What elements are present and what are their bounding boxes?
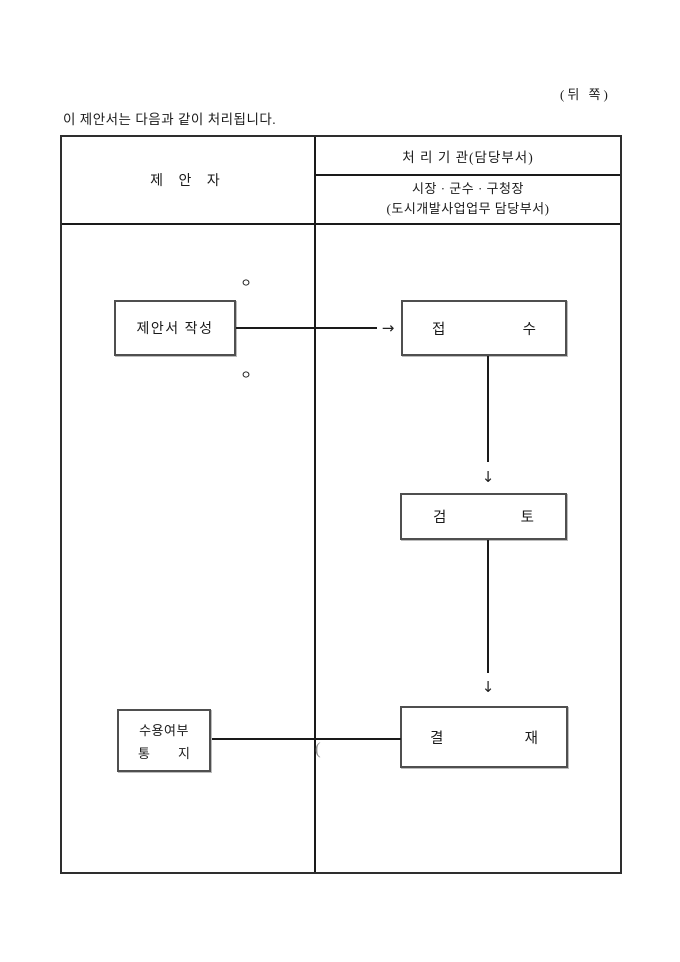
- column-divider-line: [314, 137, 316, 872]
- agency-column-header: 처 리 기 관(담당부서): [402, 149, 534, 165]
- connector-review-to-approval: [487, 540, 489, 673]
- review-box: 검 토: [400, 493, 567, 540]
- back-side-note: (뒤 쪽): [560, 87, 611, 102]
- arrow-down-icon-1: ↓: [481, 468, 495, 486]
- paren-mark: (: [315, 739, 321, 758]
- agency-subheader-line2: (도시개발사업업무 담당부서): [386, 201, 550, 216]
- notice-label-right: 지: [178, 745, 190, 761]
- review-label-left: 검: [433, 510, 447, 526]
- acceptance-notice-box: 수용여부 통 지: [117, 709, 211, 772]
- proposal-writing-label: 제안서 작성: [136, 322, 214, 337]
- receipt-label-left: 접: [432, 321, 446, 338]
- bullet-circle-top: ㅇ: [240, 276, 252, 290]
- agency-subheader-line1: 시장 · 군수 · 구청장: [412, 181, 524, 196]
- intro-text: 이 제안서는 다음과 같이 처리됩니다.: [63, 112, 277, 127]
- approval-label-right: 재: [524, 730, 538, 747]
- agency-subheader-line: [316, 174, 620, 176]
- acceptance-notice-line2: 통 지: [138, 743, 190, 762]
- connector-receipt-to-review: [487, 356, 489, 462]
- connector-proposer-to-receipt: [236, 327, 377, 329]
- arrow-right-icon: →: [381, 319, 395, 337]
- arrow-down-icon-2: ↓: [481, 678, 495, 696]
- agency-subheader: 시장 · 군수 · 구청장 (도시개발사업업무 담당부서): [316, 176, 620, 222]
- review-label-right: 토: [520, 510, 534, 526]
- proposer-column-header: 제 안 자: [150, 174, 226, 189]
- proposal-writing-box: 제안서 작성: [114, 300, 236, 356]
- notice-label-left: 통: [138, 745, 150, 761]
- connector-approval-to-notify: [211, 738, 401, 740]
- receipt-label-right: 수: [522, 321, 536, 338]
- bullet-circle-bottom: ㅇ: [240, 368, 252, 382]
- acceptance-notice-line1: 수용여부: [139, 722, 189, 738]
- header-bottom-line: [62, 223, 620, 225]
- approval-label-left: 결: [430, 730, 444, 747]
- receipt-box: 접 수: [401, 300, 567, 356]
- approval-box: 결 재: [400, 706, 568, 768]
